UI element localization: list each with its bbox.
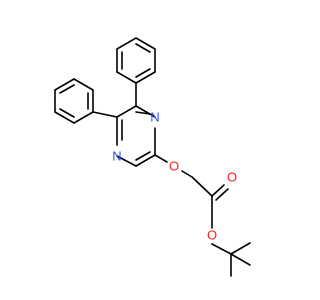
bond-ester-oxygen-tert-butyl <box>211 243 232 255</box>
bond <box>54 111 75 124</box>
pyrazine-ring <box>116 105 156 167</box>
bond <box>135 71 156 84</box>
bond <box>54 78 75 91</box>
bond <box>116 105 137 118</box>
bond-carbonyl-double <box>211 184 225 197</box>
atom-o-ether: O <box>169 159 179 174</box>
molecule-canvas: N N O O O <box>0 0 300 300</box>
atom-o-carbonyl: O <box>227 170 237 185</box>
background <box>0 0 300 300</box>
bond-inner <box>135 43 151 53</box>
bond-tert-butyl-methyl-lower-right <box>230 253 251 266</box>
atom-n2: N <box>112 149 121 164</box>
bond-inner <box>135 68 151 78</box>
atom-o-ester: O <box>207 228 217 243</box>
bond-inner <box>59 84 75 94</box>
bond <box>116 37 137 50</box>
bond <box>73 111 94 124</box>
bond-tert-butyl-methyl-right <box>230 242 251 255</box>
bond-oxygen-methylene <box>181 170 193 178</box>
bond-inner <box>59 108 75 118</box>
bond <box>116 71 137 84</box>
bond <box>116 155 137 167</box>
bond <box>73 78 94 91</box>
bond-inner <box>135 111 151 115</box>
phenyl-ring-top <box>116 37 156 84</box>
bond-inner <box>135 151 151 161</box>
bond-ring-oxygen <box>154 154 168 163</box>
bond-methylene-carbonyl <box>191 176 213 197</box>
bond <box>135 105 156 118</box>
bond-carbonyl-double-second <box>215 188 229 201</box>
bond <box>135 37 156 50</box>
molecule-structure: N N O O O <box>0 0 300 300</box>
phenyl-ring-left <box>54 78 94 124</box>
atom-n1: N <box>150 110 159 125</box>
bond-phenyl-pyrazine-left <box>92 111 118 118</box>
bond <box>135 154 156 167</box>
